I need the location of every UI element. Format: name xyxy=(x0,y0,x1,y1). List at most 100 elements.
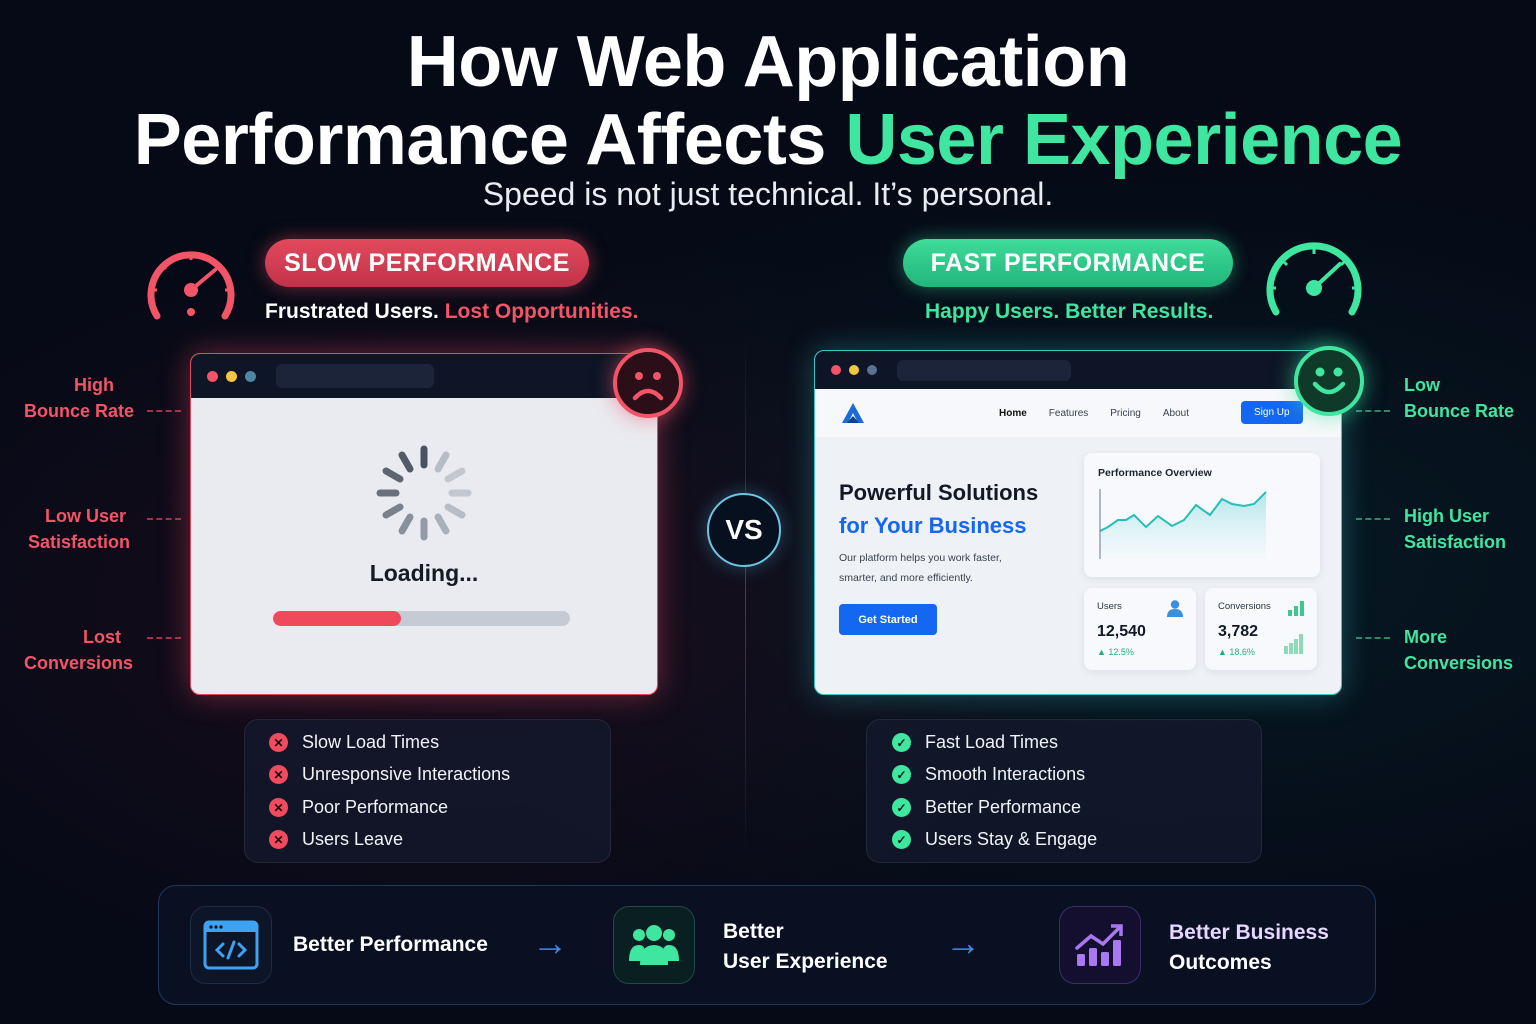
connector-line xyxy=(147,410,181,412)
hero-line2: for Your Business xyxy=(839,509,1038,542)
arrow-right-icon: → xyxy=(532,922,568,963)
kpi-label: Conversions xyxy=(1218,601,1271,612)
fast-speedometer-icon xyxy=(1266,242,1362,316)
list-item-text: Smooth Interactions xyxy=(925,764,1086,784)
slow-tagline: Frustrated Users. Lost Opportunities. xyxy=(265,300,638,324)
users-icon xyxy=(629,925,679,965)
kpi-label: Users xyxy=(1097,601,1122,612)
maximize-dot xyxy=(867,365,877,375)
flow-label-line: Better xyxy=(723,920,784,943)
vs-badge: VS xyxy=(707,493,781,567)
callout-line: High xyxy=(74,375,114,395)
hero-desc-line: Our platform helps you work faster, xyxy=(839,552,1002,564)
address-bar[interactable] xyxy=(897,359,1071,381)
callout-line: Conversions xyxy=(1404,653,1514,673)
list-item: ✕Unresponsive Interactions xyxy=(269,764,510,785)
check-circle-icon: ✓ xyxy=(892,830,911,849)
conversions-kpi-card: Conversions 3,782 ▲ 18.6% xyxy=(1205,588,1317,670)
get-started-button[interactable]: Get Started xyxy=(839,604,937,635)
flow-label-line: Outcomes xyxy=(1169,951,1272,974)
list-item: ✕Slow Load Times xyxy=(269,732,439,753)
slow-issues-list xyxy=(244,719,611,863)
hero-desc-line: smarter, and more efficiently. xyxy=(839,572,973,584)
code-window-icon-box xyxy=(190,906,272,984)
line-chart xyxy=(1099,489,1267,559)
slow-tagline-plain: Frustrated Users. xyxy=(265,300,445,323)
flow-label-line: User Experience xyxy=(723,950,888,973)
check-circle-icon: ✓ xyxy=(892,765,911,784)
callout-line: Lost xyxy=(83,627,121,647)
kpi-value: 12,540 xyxy=(1097,623,1146,640)
site-navbar: Home Features Pricing About Sign Up xyxy=(815,389,1341,437)
fast-tagline: Happy Users. Better Results. xyxy=(925,300,1213,324)
address-bar[interactable] xyxy=(276,364,434,388)
list-item: ✓Better Performance xyxy=(892,797,1081,818)
happy-face-icon xyxy=(1294,346,1364,416)
list-item: ✕Users Leave xyxy=(269,829,403,850)
kpi-delta: ▲ 12.5% xyxy=(1097,647,1134,657)
close-dot xyxy=(207,370,218,382)
maximize-dot xyxy=(245,370,256,382)
page-title-line1: How Web Application xyxy=(406,22,1130,102)
nav-features[interactable]: Features xyxy=(1048,407,1089,419)
kpi-delta: ▲ 18.6% xyxy=(1218,647,1255,657)
page-subtitle: Speed is not just technical. It’s person… xyxy=(482,176,1054,212)
user-icon xyxy=(1167,600,1183,617)
minimize-dot xyxy=(849,365,859,375)
x-circle-icon: ✕ xyxy=(269,830,288,849)
progress-fill xyxy=(273,611,401,626)
loading-text: Loading... xyxy=(369,560,479,586)
hero-description: Our platform helps you work faster, smart… xyxy=(839,548,1039,588)
check-circle-icon: ✓ xyxy=(892,798,911,817)
logo-icon xyxy=(842,403,864,423)
callout-line: Satisfaction xyxy=(1404,532,1507,552)
browser-titlebar xyxy=(815,351,1341,389)
callout-line: Bounce Rate xyxy=(23,401,134,421)
list-item: ✓Users Stay & Engage xyxy=(892,829,1097,850)
callout-line: High User xyxy=(1404,506,1490,526)
list-item-text: Poor Performance xyxy=(302,797,449,817)
bar-chart-icon xyxy=(1284,634,1303,654)
code-window-icon xyxy=(203,920,259,970)
bar-chart-icon xyxy=(1288,601,1304,616)
hero-line2-plain: for xyxy=(839,513,875,538)
kpi-value: 3,782 xyxy=(1218,623,1259,640)
list-item-text: Unresponsive Interactions xyxy=(302,764,511,784)
list-item: ✕Poor Performance xyxy=(269,797,448,818)
sign-up-button[interactable]: Sign Up xyxy=(1241,401,1303,424)
arrow-right-icon: → xyxy=(945,922,981,963)
page-title-line2: Performance Affects User Experience xyxy=(0,100,1536,180)
growth-chart-icon-box xyxy=(1059,906,1141,984)
flow-label-line: Better Business xyxy=(1169,921,1329,944)
flow-step-1-label: Better Performance xyxy=(293,930,488,960)
connector-line xyxy=(147,518,181,520)
growth-chart-icon xyxy=(1075,924,1123,966)
chart-title: Performance Overview xyxy=(1098,467,1212,479)
close-dot xyxy=(831,365,841,375)
fast-tagline-plain: Happy Users. xyxy=(925,300,1066,323)
hero-line2-accent: Your Business xyxy=(874,513,1027,538)
slow-performance-badge: SLOW PERFORMANCE xyxy=(265,239,589,287)
flow-label-line: Better Performance xyxy=(293,933,488,956)
minimize-dot xyxy=(226,370,237,382)
callout-line: Conversions xyxy=(23,653,133,673)
fast-benefits-list xyxy=(866,719,1262,863)
slow-speedometer-icon xyxy=(147,251,235,320)
nav-pricing[interactable]: Pricing xyxy=(1110,407,1141,419)
browser-titlebar xyxy=(191,354,657,398)
callout-line: Bounce Rate xyxy=(1404,401,1515,421)
loading-progress-bar xyxy=(273,611,570,626)
nav-home[interactable]: Home xyxy=(999,407,1027,419)
callout-line: Satisfaction xyxy=(27,532,130,552)
connector-line xyxy=(1356,637,1390,639)
users-kpi-card: Users 12,540 ▲ 12.5% xyxy=(1084,588,1196,670)
slow-tagline-accent: Lost Opportunities. xyxy=(444,300,639,323)
x-circle-icon: ✕ xyxy=(269,733,288,752)
nav-about[interactable]: About xyxy=(1162,407,1189,419)
